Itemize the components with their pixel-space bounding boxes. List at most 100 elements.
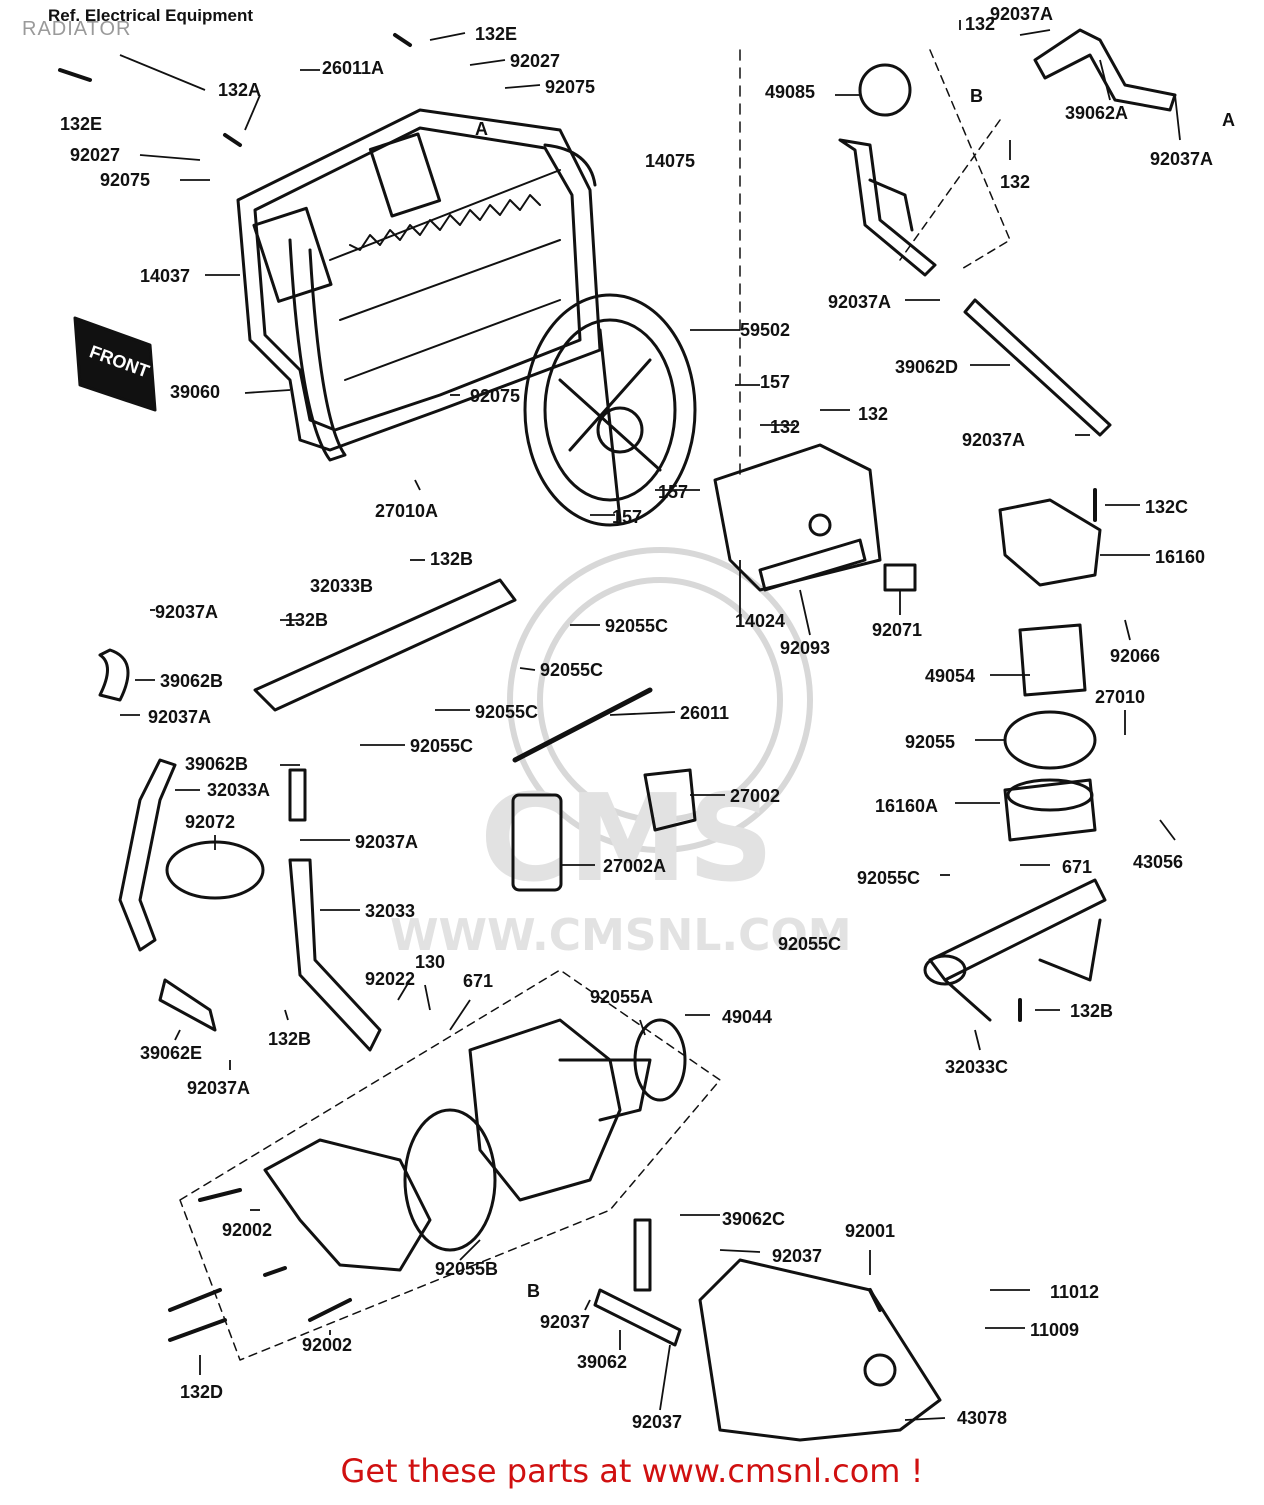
part-number-label: 132B bbox=[285, 610, 328, 630]
part-number-label: 92075 bbox=[100, 170, 150, 190]
part-number-label: 132B bbox=[430, 549, 473, 569]
part-number-label: 92071 bbox=[872, 620, 922, 640]
part-number-label: 92093 bbox=[780, 638, 830, 658]
part-number-label: 132 bbox=[858, 404, 888, 424]
part-number-label: 39062B bbox=[185, 754, 248, 774]
reference-letters: A B A B bbox=[475, 86, 1235, 1301]
part-number-label: 59502 bbox=[740, 320, 790, 340]
part-number-label: 92027 bbox=[510, 51, 560, 71]
ref-letter: A bbox=[1222, 110, 1235, 130]
part-number-label: 92037A bbox=[155, 602, 218, 622]
part-number-label: 49054 bbox=[925, 666, 975, 686]
part-number-label: 92037A bbox=[990, 4, 1053, 24]
page-title: RADIATOR bbox=[22, 18, 132, 40]
part-number-label: 14024 bbox=[735, 611, 785, 631]
part-number-label: 92055C bbox=[475, 702, 538, 722]
part-number-label: 92037A bbox=[1150, 149, 1213, 169]
part-number-label: 92072 bbox=[185, 812, 235, 832]
part-number-label: 39062E bbox=[140, 1043, 202, 1063]
part-number-label: 157 bbox=[612, 507, 642, 527]
part-number-label: 27010 bbox=[1095, 687, 1145, 707]
part-number-label: 11009 bbox=[1030, 1320, 1079, 1340]
part-number-label: 39062B bbox=[160, 671, 223, 691]
part-number-label: 92001 bbox=[845, 1221, 895, 1241]
water-pump-drawing bbox=[179, 969, 721, 1361]
part-number-label: 132B bbox=[268, 1029, 311, 1049]
part-number-label: 92055C bbox=[605, 616, 668, 636]
part-number-label: 92055A bbox=[590, 987, 653, 1007]
part-number-label: 132B bbox=[1070, 1001, 1113, 1021]
thermostat-drawing bbox=[998, 498, 1102, 842]
part-number-label: 32033 bbox=[365, 901, 415, 921]
part-number-label: 92037 bbox=[632, 1412, 682, 1432]
part-number-label: 92037A bbox=[148, 707, 211, 727]
ref-letter: A bbox=[475, 119, 488, 139]
part-number-label: 27002A bbox=[603, 856, 666, 876]
fan-drawing bbox=[523, 293, 697, 527]
sensors-drawing bbox=[511, 687, 697, 892]
lower-pipe-drawing bbox=[923, 878, 1107, 1022]
part-number-label: 92037A bbox=[962, 430, 1025, 450]
part-number-label: 14037 bbox=[140, 266, 190, 286]
part-number-label: 92066 bbox=[1110, 646, 1160, 666]
cms-watermark: CMS WWW.CMSNL.COM bbox=[390, 547, 852, 961]
part-number-label: 27002 bbox=[730, 786, 780, 806]
part-number-label: 32033A bbox=[207, 780, 270, 800]
part-number-label: 132 bbox=[965, 14, 995, 34]
part-number-label: 39062C bbox=[722, 1209, 785, 1229]
part-number-label: 92075 bbox=[470, 386, 520, 406]
part-number-label: 132 bbox=[1000, 172, 1030, 192]
part-number-label: 92037A bbox=[355, 832, 418, 852]
bolts-drawing bbox=[58, 33, 1097, 1342]
watermark-brand: CMS bbox=[480, 770, 774, 909]
part-number-label: 157 bbox=[760, 372, 790, 392]
part-number-label: 27010A bbox=[375, 501, 438, 521]
part-number-label: 92037 bbox=[540, 1312, 590, 1332]
part-number-label: 92022 bbox=[365, 969, 415, 989]
part-number-label: 92055 bbox=[905, 732, 955, 752]
part-number-label: 132D bbox=[180, 1382, 223, 1402]
part-number-label: 92002 bbox=[302, 1335, 352, 1355]
part-number-label: 130 bbox=[415, 952, 445, 972]
part-number-label: 32033C bbox=[945, 1057, 1008, 1077]
part-number-label: 92055C bbox=[857, 868, 920, 888]
leader-lines bbox=[119, 20, 1181, 1421]
part-number-label: 157 bbox=[658, 482, 688, 502]
reference-note: Ref. Electrical Equipment bbox=[48, 6, 253, 25]
part-number-label: 43078 bbox=[957, 1408, 1007, 1428]
part-number-label: 43056 bbox=[1133, 852, 1183, 872]
left-pipes-drawing bbox=[98, 578, 517, 1052]
part-number-label: 49044 bbox=[722, 1007, 772, 1027]
part-number-label: 132C bbox=[1145, 497, 1188, 517]
part-number-label: 16160A bbox=[875, 796, 938, 816]
radiator-drawing bbox=[236, 108, 602, 462]
part-number-label: 92037A bbox=[187, 1078, 250, 1098]
upper-pipe-drawing bbox=[739, 28, 1177, 481]
ref-letter: B bbox=[527, 1281, 540, 1301]
front-tag bbox=[73, 316, 157, 412]
part-number-label: 26011 bbox=[680, 703, 729, 723]
part-number-label: 39062A bbox=[1065, 103, 1128, 123]
part-number-label: 92075 bbox=[545, 77, 595, 97]
part-number-label: 92055C bbox=[410, 736, 473, 756]
part-number-label: 132E bbox=[475, 24, 517, 44]
shroud-drawing bbox=[713, 443, 917, 592]
part-number-label: 39060 bbox=[170, 382, 220, 402]
watermark-url: WWW.CMSNL.COM bbox=[390, 910, 852, 961]
part-number-label: 92027 bbox=[70, 145, 120, 165]
footer-link-text[interactable]: Get these parts at www.cmsnl.com ! bbox=[340, 1452, 924, 1490]
part-number-label: 92037 bbox=[772, 1246, 822, 1266]
ref-letter: B bbox=[970, 86, 983, 106]
part-number-label: 16160 bbox=[1155, 547, 1205, 567]
part-labels: 132E 92027 92075 26011 A 132A 132E 92027 92075 14… bbox=[60, 4, 1213, 1432]
part-number-label: 132A bbox=[218, 80, 261, 100]
part-number-label: 132E bbox=[60, 114, 102, 134]
part-number-label: 671 bbox=[1062, 857, 1092, 877]
part-number-label: 14075 bbox=[645, 151, 695, 171]
part-number-label: 92037A bbox=[828, 292, 891, 312]
part-number-label: 92055B bbox=[435, 1259, 498, 1279]
part-number-label: 32033B bbox=[310, 576, 373, 596]
part-number-label: 39062D bbox=[895, 357, 958, 377]
part-number-label: 92055C bbox=[540, 660, 603, 680]
